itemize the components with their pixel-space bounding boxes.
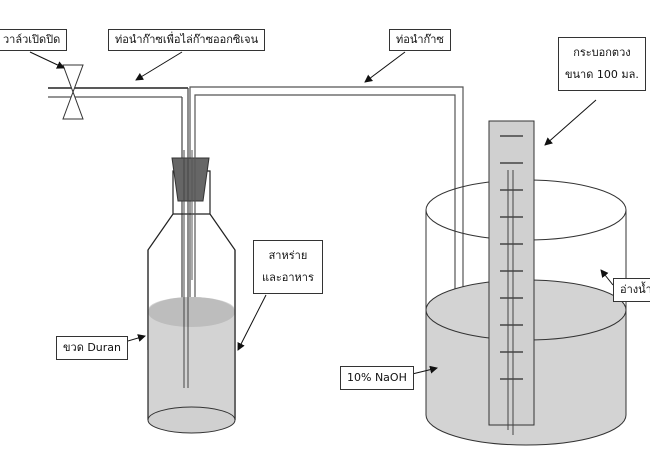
label-algae: สาหร่าย และอาหาร xyxy=(253,240,323,294)
label-algae-line1: สาหร่าย xyxy=(268,249,308,262)
graduated-cylinder xyxy=(488,120,535,426)
label-graduated-cylinder-line1: กระบอกตวง xyxy=(573,46,631,59)
valve-icon xyxy=(62,64,84,120)
label-algae-line2: และอาหาร xyxy=(262,271,314,284)
bottle-inner-tubes xyxy=(183,150,196,388)
label-duran-bottle: ขวด Duran xyxy=(56,336,129,360)
gas-tube-inner xyxy=(507,170,514,435)
label-water-bath: อ่างน้ำ xyxy=(613,278,650,302)
label-naoh: 10% NaOH xyxy=(340,366,414,390)
label-oxygen-purge-tube: ท่อนำก๊าซเพื่อไล่ก๊าซออกซิเจน xyxy=(108,29,266,51)
label-graduated-cylinder: กระบอกตวง ขนาด 100 มล. xyxy=(558,37,646,91)
label-gas-tube: ท่อนำก๊าซ xyxy=(389,29,451,51)
label-graduated-cylinder-line2: ขนาด 100 มล. xyxy=(565,68,639,81)
duran-bottle xyxy=(147,170,236,434)
rubber-stopper xyxy=(171,157,210,202)
label-valve: วาล์วเปิดปิด xyxy=(0,29,68,51)
